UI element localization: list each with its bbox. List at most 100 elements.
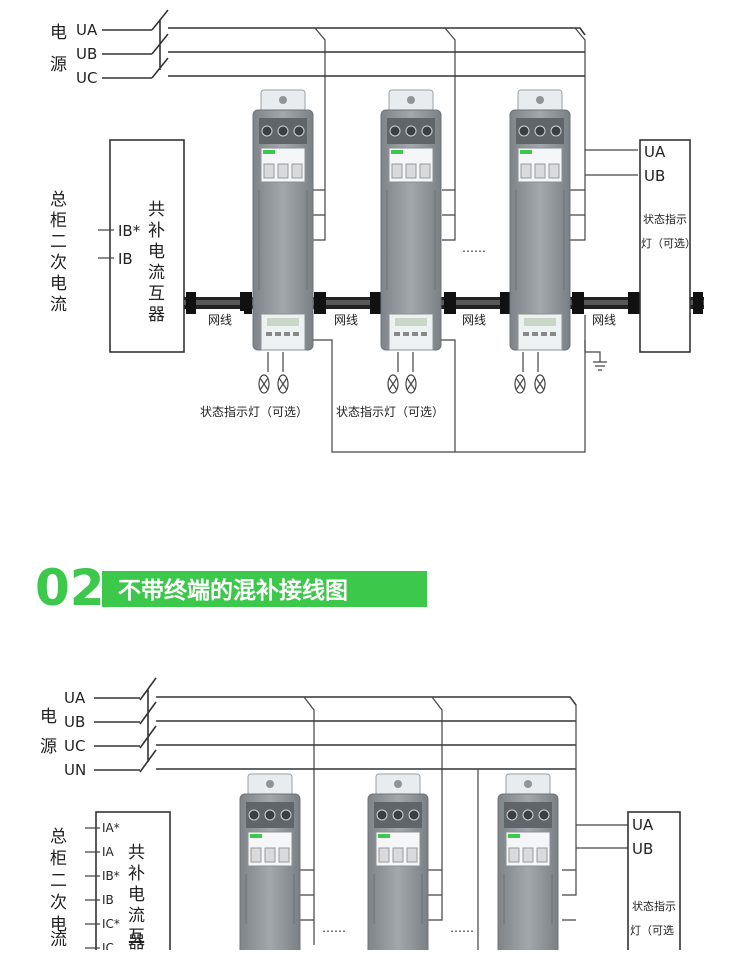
terminal-screw bbox=[248, 809, 260, 821]
cabinet-label-char: 柜 bbox=[50, 849, 67, 869]
ct-terminal: IB bbox=[118, 250, 133, 268]
cabinet-label-char: 次 bbox=[50, 253, 67, 273]
ct-label-char: 电 bbox=[148, 242, 165, 262]
ct-label: 共 补 电 流 互 器 bbox=[148, 200, 165, 325]
terminal-screw bbox=[534, 125, 546, 137]
ct-label-char: 器 bbox=[148, 305, 165, 325]
bus-line-uc bbox=[94, 744, 576, 747]
cable-connector bbox=[500, 292, 512, 314]
line-label-uc: UC bbox=[64, 737, 85, 755]
ct-label-char: 共 bbox=[148, 200, 165, 220]
terminal-screw bbox=[280, 809, 292, 821]
net-label-bg bbox=[330, 311, 370, 329]
bus-line-ub bbox=[102, 51, 585, 55]
ct-label: 共 补 电 流 互 器 bbox=[128, 843, 145, 953]
device-status-stripe bbox=[378, 834, 390, 838]
terminal-screw bbox=[522, 809, 534, 821]
cabinet-label: 总 柜 二 次 电 流 bbox=[50, 190, 67, 315]
breaker-switch-icon bbox=[522, 847, 534, 863]
terminal-screw bbox=[538, 809, 550, 821]
line-label-ua: UA bbox=[76, 21, 98, 39]
breaker-switch-icon bbox=[536, 847, 548, 863]
terminal-screw bbox=[293, 125, 305, 137]
ct-terminal: IA* bbox=[102, 821, 120, 835]
indicator-lamp-label: 状态指示灯（可选） bbox=[336, 404, 444, 419]
indicator-box-label: 灯（可选） bbox=[641, 237, 696, 250]
device-feed-3 bbox=[477, 696, 628, 950]
device-feed-2 bbox=[442, 27, 456, 241]
net-label: 网线 bbox=[462, 313, 486, 327]
breaker-switch-icon bbox=[391, 163, 403, 179]
cabinet-label-char: 次 bbox=[50, 893, 67, 913]
breaker-switch-icon bbox=[277, 163, 289, 179]
device-feed-1 bbox=[312, 27, 326, 241]
ct-label-char: 互 bbox=[148, 284, 165, 304]
cabinet-label-char: 流 bbox=[50, 295, 67, 315]
indicator-input-ua: UA bbox=[644, 143, 666, 161]
section-header: 02 不带终端的混补接线图 bbox=[35, 559, 427, 617]
indicator-lamp-label: 状态指示灯（可选） bbox=[200, 404, 308, 419]
bus-line-ua bbox=[94, 696, 577, 706]
lamp-loop-wire bbox=[290, 339, 586, 453]
device-key-icon bbox=[266, 332, 272, 336]
breaker-switch-icon bbox=[278, 847, 290, 863]
ct-terminal: IA bbox=[102, 845, 115, 859]
terminal-screw bbox=[506, 809, 518, 821]
continuation-dots: …… bbox=[462, 241, 486, 255]
device-key-icon bbox=[523, 332, 529, 336]
breaker-switch-icon bbox=[263, 163, 275, 179]
capacitor-device bbox=[239, 773, 301, 954]
continuation-dots: …… bbox=[450, 921, 474, 935]
device-key-icon bbox=[403, 332, 409, 336]
lamp-leads bbox=[267, 352, 539, 372]
terminal-screw bbox=[392, 809, 404, 821]
indicator-input-ub: UB bbox=[632, 840, 653, 858]
section-number: 02 bbox=[35, 559, 105, 617]
device-key-icon bbox=[293, 332, 299, 336]
device-mount-hole bbox=[536, 96, 544, 104]
cabinet-label-char: 柜 bbox=[50, 211, 67, 231]
ct-terminal: IB* bbox=[118, 222, 141, 240]
device-lcd bbox=[395, 318, 427, 326]
indicator-lamp-icon bbox=[258, 374, 546, 394]
breaker-switch bbox=[151, 9, 169, 79]
ct-label-char: 补 bbox=[128, 864, 145, 884]
bus-line-un bbox=[94, 768, 576, 771]
ct-label-char: 互 bbox=[128, 927, 145, 947]
bus-line-ua bbox=[102, 27, 586, 36]
breaker-switch-icon bbox=[419, 163, 431, 179]
indicator-box-label: 状态指示 bbox=[643, 212, 687, 226]
net-label: 网线 bbox=[334, 313, 358, 327]
power-label-char: 源 bbox=[50, 55, 67, 75]
ct-label-char: 流 bbox=[148, 263, 165, 283]
cabinet-label-char: 总 bbox=[50, 827, 67, 847]
ct-label-char: 器 bbox=[128, 933, 145, 950]
device-mount-hole bbox=[266, 780, 274, 788]
continuation-dots: …… bbox=[322, 921, 346, 935]
capacitor-device bbox=[380, 89, 442, 351]
terminal-screw bbox=[376, 809, 388, 821]
indicator-box bbox=[639, 139, 691, 353]
device-key-icon bbox=[275, 332, 281, 336]
ct-terminal-leads bbox=[85, 827, 100, 949]
terminal-screw bbox=[261, 125, 273, 137]
device-lcd bbox=[267, 318, 299, 326]
net-label-bg bbox=[588, 311, 628, 329]
breaker-switch-icon bbox=[406, 847, 418, 863]
ct-box bbox=[109, 139, 185, 353]
section-title: 不带终端的混补接线图 bbox=[118, 577, 348, 604]
indicator-input-ua: UA bbox=[632, 816, 654, 834]
cabinet-label-char: 二 bbox=[50, 871, 67, 891]
indicator-box bbox=[627, 811, 681, 954]
device-feed-3 bbox=[568, 27, 638, 241]
line-label-ub: UB bbox=[76, 45, 97, 63]
breaker-switch-icon bbox=[534, 163, 546, 179]
breaker-switch-icon bbox=[548, 163, 560, 179]
cabinet-label: 总 柜 二 次 电 流 bbox=[50, 827, 67, 950]
breaker-switch-icon bbox=[508, 847, 520, 863]
device-lcd bbox=[524, 318, 556, 326]
diagram-2: 电 源 UA UB UC UN IA* IA IB* IB IC* IC 总 柜… bbox=[40, 677, 681, 954]
diagram-1: 电 源 UA UB UC IB* IB 总 柜 二 次 电 流 共 补 bbox=[50, 9, 704, 453]
bus-line-uc bbox=[102, 75, 585, 79]
